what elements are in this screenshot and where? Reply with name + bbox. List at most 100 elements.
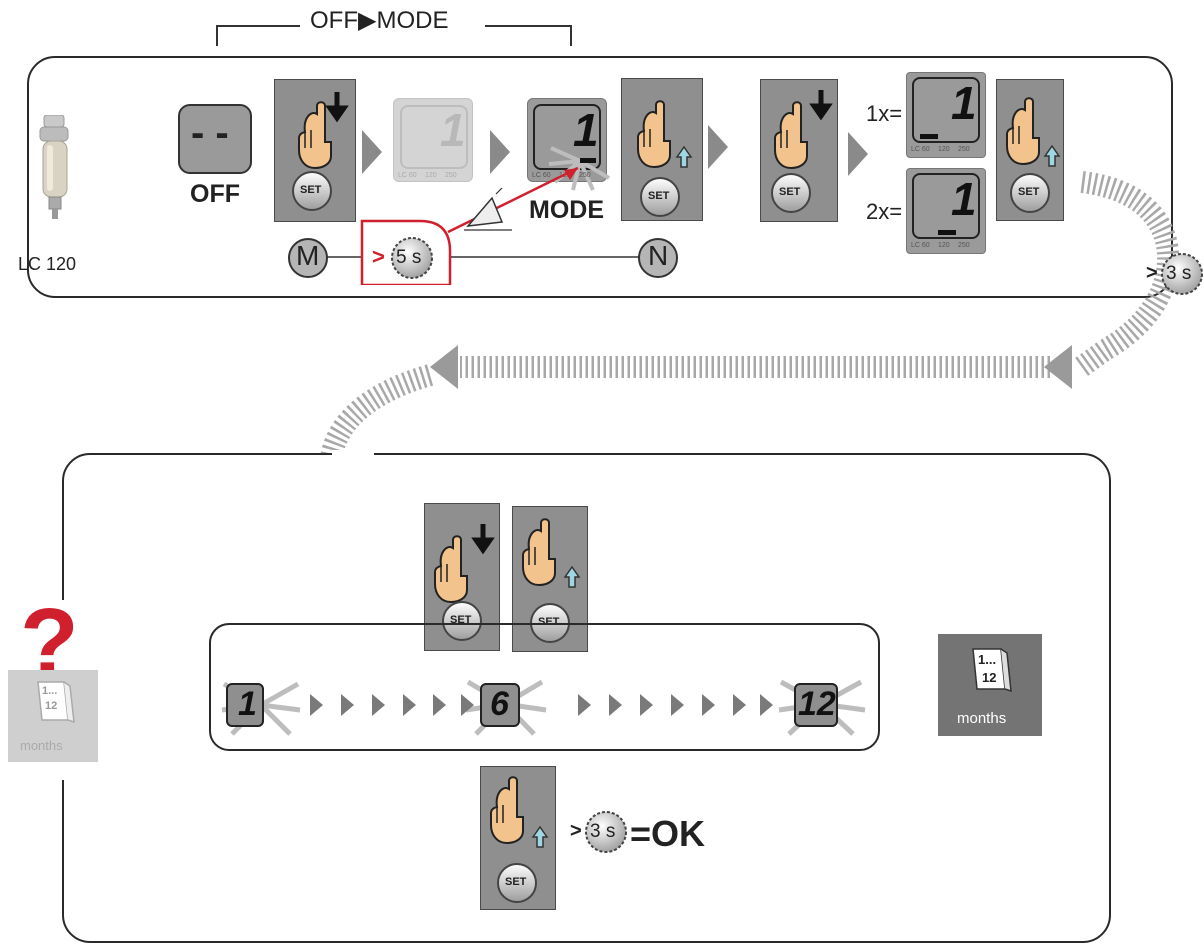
arrow-chevron <box>461 694 474 716</box>
month-digit-1: 1 <box>238 685 257 723</box>
month-digit-12: 12 <box>798 685 836 723</box>
pale-digit: 1 <box>440 104 466 156</box>
button-m-label: M <box>296 240 320 271</box>
lubricator-device-image <box>39 115 69 219</box>
pale-tick-1: LC 60 <box>398 172 417 179</box>
display-2x-tick-2: 120 <box>938 242 950 249</box>
arrow-chevron <box>490 130 510 174</box>
timer-3s-label: 3 s <box>1166 263 1192 284</box>
confirm-prefix: > <box>570 820 582 842</box>
confirm-timer-label: 3 s <box>590 821 616 842</box>
pale-tick-3: 250 <box>445 172 457 179</box>
hand-release-icon <box>1006 97 1061 167</box>
confirm-timer-icon <box>585 811 627 853</box>
lcd-display-1x <box>906 72 986 158</box>
set-button-icon-4 <box>1010 173 1050 213</box>
device-label: LC 120 <box>18 254 77 274</box>
display-1x-tick-1: LC 60 <box>911 146 930 153</box>
arrow-chevron <box>733 694 746 716</box>
set-label-7: SET <box>505 876 527 888</box>
display-2x-tick-3: 250 <box>958 242 970 249</box>
month-digit-6: 6 <box>490 685 509 723</box>
mode-segment-bar <box>580 158 596 163</box>
calendar-line2: 12 <box>982 670 997 685</box>
lcd-display-2x <box>906 168 986 254</box>
arrow-chevron <box>578 694 591 716</box>
arrow-chevron <box>640 694 653 716</box>
display-2x-segment <box>938 230 956 235</box>
arrow-chevron <box>310 694 323 716</box>
arrow-chevron <box>433 694 446 716</box>
month-display-6 <box>480 683 520 727</box>
off-display <box>178 104 252 174</box>
arrow-chevron <box>362 130 382 174</box>
calendar-pale-line2: 12 <box>45 700 58 712</box>
hand-release-icon <box>637 100 693 168</box>
set-label-3: SET <box>779 186 801 198</box>
calendar-pale-icon <box>37 681 75 724</box>
buzzer-icon <box>464 187 512 231</box>
confirm-ok: =OK <box>630 813 706 854</box>
press-1x-label: 1x= <box>866 101 903 126</box>
display-1x-tick-2: 120 <box>938 146 950 153</box>
arrow-chevron <box>708 125 728 169</box>
press-2x-label: 2x= <box>866 199 903 224</box>
pale-tick-2: 120 <box>425 172 437 179</box>
mode-tick-1: LC 60 <box>532 172 551 179</box>
lcd-display-mode <box>527 98 607 182</box>
button-n-label: N <box>648 240 669 271</box>
arrow-chevron <box>760 694 773 716</box>
calendar-pale-line1: 1... <box>42 685 58 697</box>
set-label-4: SET <box>1018 186 1040 198</box>
month-selector-panel <box>209 623 880 751</box>
off-mode-bracket <box>216 25 572 46</box>
set-label-2: SET <box>648 190 670 202</box>
arrow-chevron <box>403 694 416 716</box>
arrow-chevron <box>702 694 715 716</box>
bottom-panel-gap <box>332 450 374 458</box>
hand-release-icon <box>490 776 549 848</box>
set-button-icon-5 <box>442 601 482 641</box>
display-1x-tick-3: 250 <box>958 146 970 153</box>
set-button-icon-2 <box>640 177 680 217</box>
hand-release-icon <box>522 518 581 588</box>
calendar-pale-label: months <box>20 738 63 753</box>
calendar-icon <box>972 648 1012 693</box>
timer-3s-icon <box>1161 253 1203 295</box>
red-pointer-arrow <box>447 166 579 234</box>
off-label: OFF <box>190 180 240 208</box>
arrow-chevron <box>341 694 354 716</box>
off-display-dashes: - - <box>191 111 229 155</box>
month-display-1 <box>226 683 264 727</box>
set-button-icon-7 <box>497 863 537 903</box>
calendar-line1: 1... <box>978 652 997 667</box>
set-button-icon-1 <box>292 171 332 211</box>
set-label-6: SET <box>538 616 560 628</box>
lcd-display-pale <box>393 98 473 182</box>
display-1x-digit: 1 <box>951 77 977 129</box>
display-2x-tick-1: LC 60 <box>911 242 930 249</box>
display-1x-segment <box>920 134 938 139</box>
timer-3s-prefix: > <box>1146 262 1158 284</box>
timer-5s-prefix: > <box>372 244 385 269</box>
mode-label: MODE <box>529 196 604 224</box>
mode-digit: 1 <box>573 104 599 156</box>
month-panel-gap <box>424 619 588 627</box>
calendar-label: months <box>957 710 1007 727</box>
month-display-12 <box>794 683 838 727</box>
mode-tick-3: 250 <box>579 172 591 179</box>
hand-press-icon <box>434 524 495 603</box>
arrow-chevron <box>671 694 684 716</box>
hand-press-icon <box>774 90 833 169</box>
timer-5s-label: 5 s <box>396 247 422 268</box>
off-mode-heading: OFF▶MODE <box>310 7 449 34</box>
arrow-chevron <box>848 132 868 176</box>
set-button-icon-3 <box>771 173 811 213</box>
timer-5s-icon <box>391 237 433 279</box>
button-m-circle <box>288 238 328 278</box>
arrow-chevron <box>372 694 385 716</box>
hand-press-icon <box>298 92 349 169</box>
display-2x-digit: 1 <box>951 173 977 225</box>
button-n-circle <box>638 238 678 278</box>
